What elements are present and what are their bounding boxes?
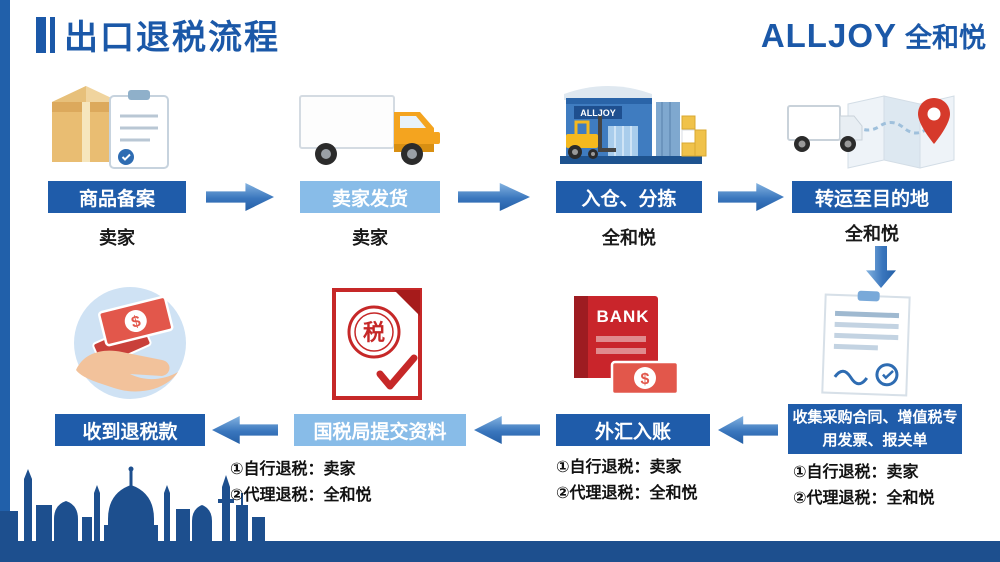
dollar-sign: $ [130, 313, 143, 332]
carton-box-clipboard-icon [46, 72, 186, 174]
hand-money-icon: $ [66, 286, 194, 404]
actor-transfer-destination: 全和悦 [845, 224, 899, 244]
bank-book-money-icon: BANK $ [560, 292, 690, 400]
arrow-left-icon [718, 416, 778, 444]
brand-wordmark: ALLJOY [760, 17, 897, 54]
tax-document-icon: 税 [328, 286, 426, 402]
note-line-self: ①自行退税：卖家 [556, 459, 682, 476]
warehouse-forklift-icon: ALLJOY [548, 70, 708, 174]
truck-map-pin-icon [786, 82, 956, 174]
bank-label: BANK [596, 307, 649, 326]
arrow-left-icon [474, 416, 540, 444]
arrow-right-icon [458, 183, 530, 211]
note-line-agent: ②代理退税：全和悦 [793, 490, 935, 508]
step-label-tax-bureau-submit: 国税局提交资料 [294, 414, 466, 446]
step-label-goods-filing: 商品备案 [48, 181, 186, 213]
actor-warehouse-sorting: 全和悦 [602, 228, 656, 248]
tax-seal-character: 税 [363, 320, 385, 345]
step-label-collect-documents: 收集采购合同、增值税专用发票、报关单 [788, 404, 962, 454]
note-collect-documents: ①自行退税：卖家 ②代理退税：全和悦 [793, 460, 1000, 513]
note-line-self: ①自行退税：卖家 [230, 461, 356, 478]
note-tax-bureau: ①自行退税：卖家 ②代理退税：全和悦 [230, 457, 470, 510]
title-accent-bar-thick [36, 17, 46, 53]
step-label-forex-credited: 外汇入账 [556, 414, 710, 446]
brand-chinese-name: 全和悦 [905, 23, 986, 53]
step-label-warehouse-sorting: 入仓、分拣 [556, 181, 702, 213]
actor-seller-ship: 卖家 [352, 228, 388, 248]
delivery-truck-icon [296, 86, 446, 174]
arrow-right-icon [718, 183, 784, 211]
city-skyline-silhouette [0, 466, 265, 562]
note-line-agent: ②代理退税：全和悦 [230, 487, 372, 505]
left-edge-bar [0, 0, 10, 562]
arrow-left-icon [212, 416, 278, 444]
step-label-refund-received: 收到退税款 [55, 414, 205, 446]
step-label-seller-ship: 卖家发货 [300, 181, 440, 213]
page-title: 出口退税流程 [64, 19, 280, 57]
warehouse-sign-text: ALLJOY [580, 108, 616, 118]
note-forex: ①自行退税：卖家 ②代理退税：全和悦 [556, 455, 796, 508]
arrow-down-icon [866, 246, 896, 288]
actor-goods-filing: 卖家 [99, 228, 135, 248]
arrow-right-icon [206, 183, 274, 211]
brand-logo: ALLJOY 全和悦 [761, 16, 986, 55]
note-line-agent: ②代理退税：全和悦 [556, 485, 698, 503]
step-label-transfer-destination: 转运至目的地 [792, 181, 952, 213]
dollar-sign: $ [641, 371, 650, 388]
title-accent-bar-thin [50, 17, 55, 53]
contract-document-icon [812, 290, 920, 398]
note-line-self: ①自行退税：卖家 [793, 464, 919, 481]
